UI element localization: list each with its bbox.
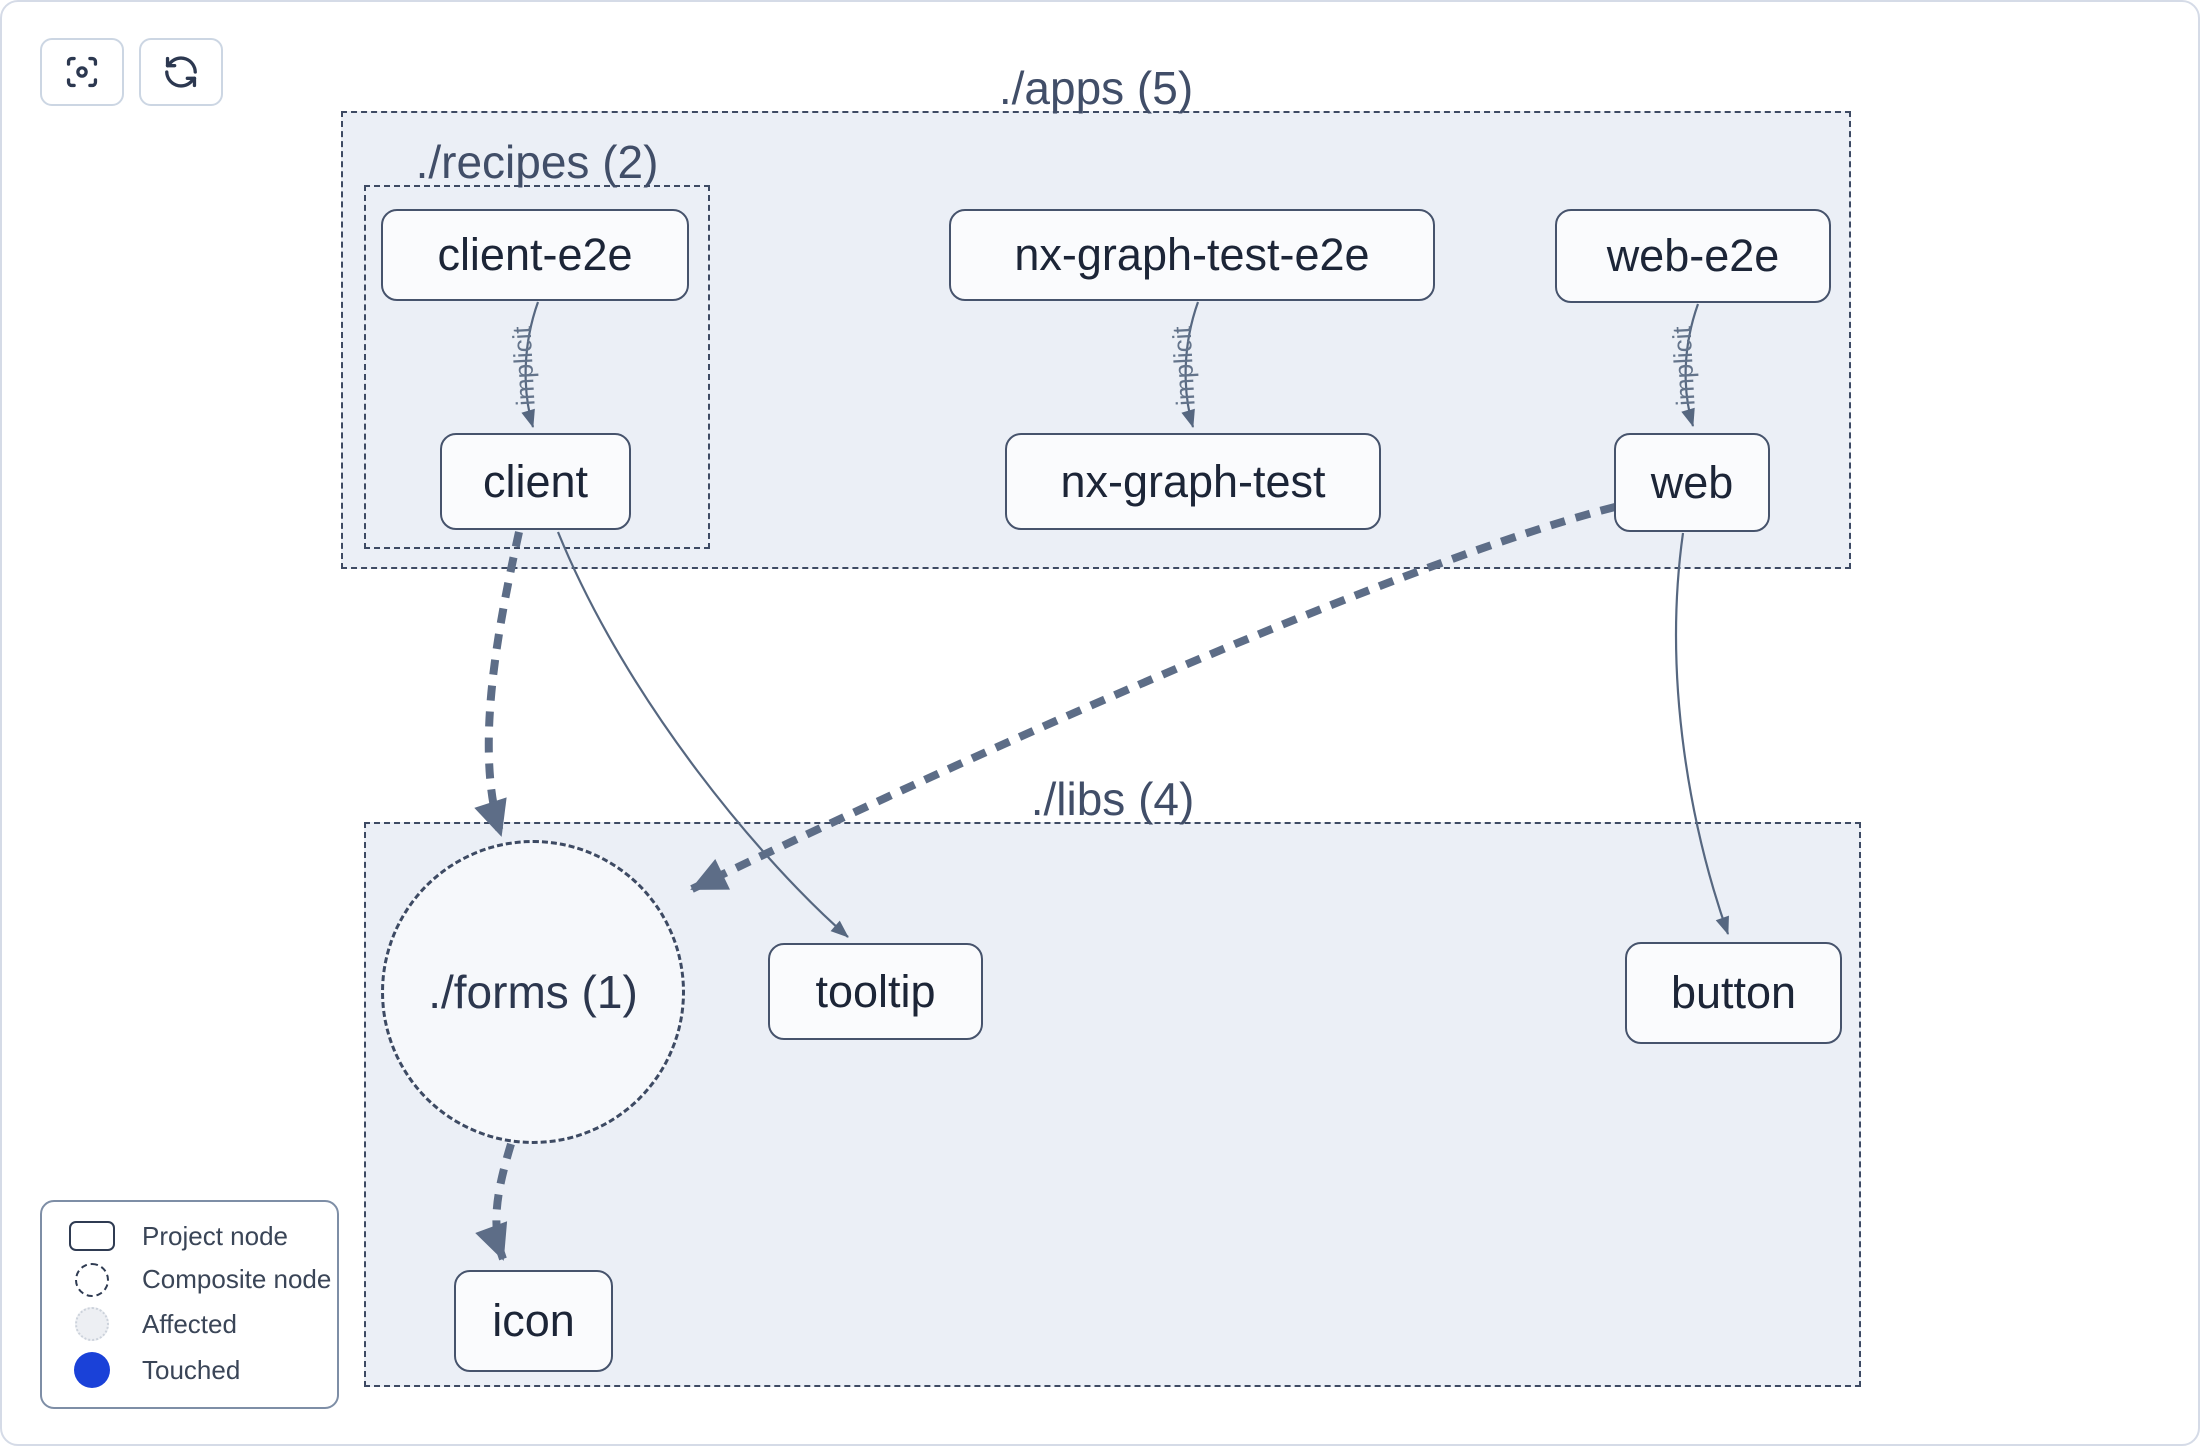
legend: Project node Composite node Affected Tou… [40,1200,339,1409]
edge-forms-to-icon [475,1142,515,1261]
edge-nx-graph-test-e2e-to-nx-graph-test [1181,301,1200,428]
refresh-button[interactable] [139,38,223,106]
focus-icon [66,56,98,88]
refresh-icon [165,56,197,88]
legend-label: Touched [142,1354,241,1385]
group-recipes-label: ./recipes (2) [415,136,659,188]
affected-swatch-icon [42,1307,142,1342]
group-libs-label: ./libs (4) [1030,773,1195,825]
legend-label: Project node [142,1220,288,1251]
group-apps-label: ./apps (5) [998,62,1194,114]
legend-item-touched: Touched [42,1352,337,1389]
node-nx-graph-test[interactable]: nx-graph-test [1005,433,1381,530]
edge-web-e2e-to-web [1681,303,1700,427]
node-web-e2e[interactable]: web-e2e [1555,209,1831,303]
node-web[interactable]: web [1614,433,1770,532]
node-client[interactable]: client [440,433,631,530]
node-tooltip[interactable]: tooltip [768,943,983,1040]
edge-client-to-forms [474,531,523,837]
legend-item-project-node: Project node [42,1221,337,1252]
edge-web-to-forms [690,503,1616,893]
edge-client-e2e-to-client [521,301,540,428]
edge-web-to-button [1674,532,1730,935]
node-nx-graph-test-e2e[interactable]: nx-graph-test-e2e [949,209,1435,301]
edge-client-to-tooltip [556,531,849,938]
composite-node-forms[interactable]: ./forms (1) [381,840,685,1144]
toolbar [40,38,223,106]
project-node-swatch-icon [42,1221,142,1252]
focus-button[interactable] [40,38,124,106]
legend-label: Affected [142,1308,237,1339]
legend-item-affected: Affected [42,1307,337,1342]
touched-swatch-icon [42,1352,142,1389]
legend-item-composite-node: Composite node [42,1262,337,1297]
edge-label-implicit: implicit [1666,325,1701,407]
node-icon[interactable]: icon [454,1270,613,1372]
composite-node-swatch-icon [42,1262,142,1297]
node-client-e2e[interactable]: client-e2e [381,209,689,301]
legend-label: Composite node [142,1264,332,1295]
node-button[interactable]: button [1625,942,1842,1044]
composite-node-forms-label: ./forms (1) [428,966,638,1018]
edge-label-implicit: implicit [506,325,541,407]
edge-label-implicit: implicit [1166,325,1201,407]
